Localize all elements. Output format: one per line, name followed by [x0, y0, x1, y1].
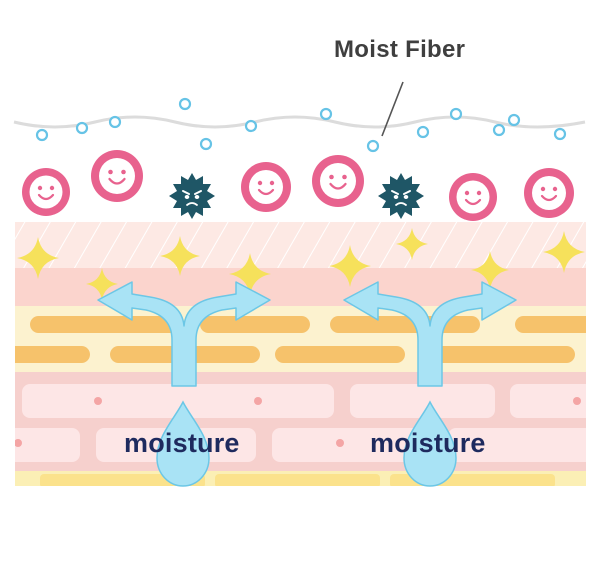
bubbles [35, 97, 567, 153]
dermis-dots [15, 397, 581, 447]
bubble-icon [553, 127, 567, 141]
split-arrow-icon [97, 281, 271, 387]
bubble-icon [366, 139, 380, 153]
germ-icon [169, 173, 215, 219]
bubble-icon [199, 137, 213, 151]
surface-hatch [15, 222, 586, 270]
bubble-icon [507, 113, 521, 127]
moist-fiber-line [13, 115, 586, 129]
skin-layers [15, 222, 586, 486]
germ-icon [378, 173, 424, 219]
split-arrow-icon [343, 281, 517, 387]
sparkle-icon [471, 251, 509, 289]
bubble-icon [35, 128, 49, 142]
smiling-face-icon [524, 168, 574, 218]
smiling-face-icon [312, 155, 364, 207]
smiling-face-icon [91, 150, 143, 202]
bubble-icon [108, 115, 122, 129]
bubble-icon [492, 123, 506, 137]
sparkles [17, 228, 585, 300]
smiling-face-icon [22, 168, 70, 216]
bubble-icon [416, 125, 430, 139]
moist-fiber-label: Moist Fiber [334, 36, 466, 63]
dermis-bricks [15, 384, 586, 462]
bubble-icon [178, 97, 192, 111]
sparkle-icon [543, 231, 585, 273]
fiber-pointer-line [381, 81, 404, 137]
moisture-label-right: moisture [370, 428, 486, 458]
sparkle-icon [396, 228, 428, 260]
smiling-face-icon [449, 173, 497, 221]
bubble-icon [75, 121, 89, 135]
sparkle-icon [229, 253, 271, 295]
sparkle-icon [160, 236, 200, 276]
smiling-face-icon [241, 162, 291, 212]
bubble-icon [449, 107, 463, 121]
sparkle-icon [17, 237, 59, 279]
sparkle-icon [329, 245, 371, 287]
sparkle-icon [86, 268, 118, 300]
moisture-label-left: moisture [124, 428, 240, 458]
bubble-icon [319, 107, 333, 121]
bubble-icon [244, 119, 258, 133]
base-cells [40, 474, 555, 486]
